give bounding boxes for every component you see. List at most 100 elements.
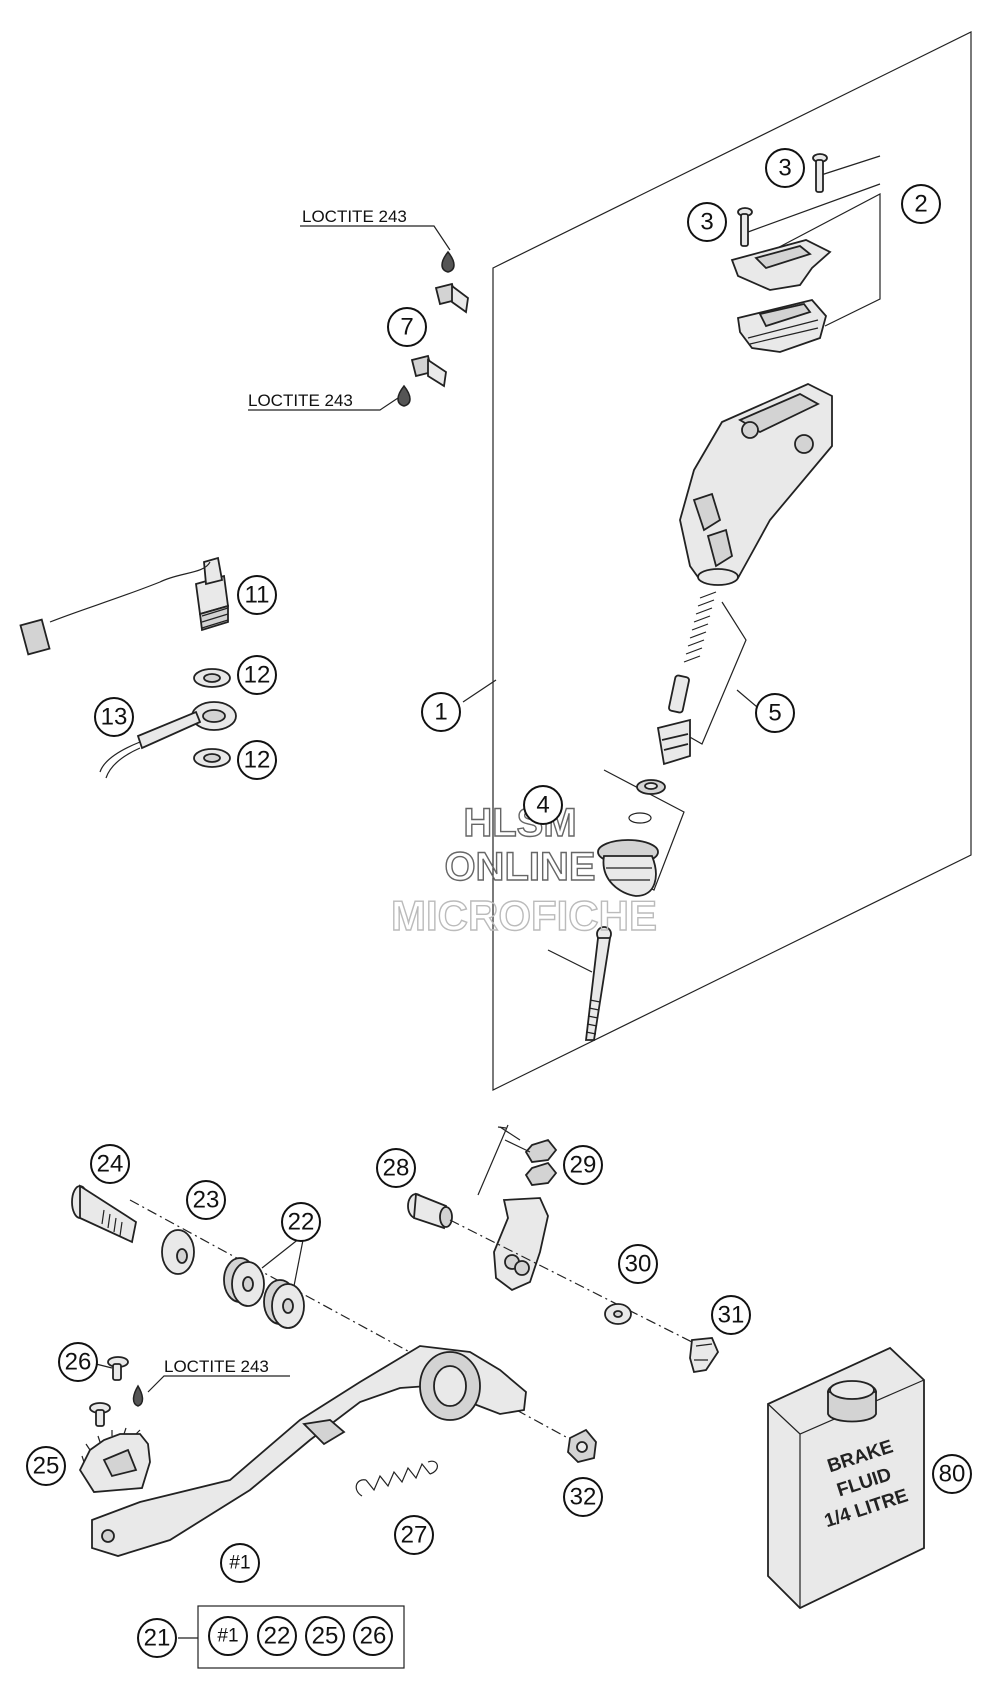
loctite-drop-mid [397,384,411,407]
callout-12-lower: 12 [237,740,277,780]
callout-23: 23 [186,1180,226,1220]
clevis-leader-left [499,1126,521,1141]
svg-text:25: 25 [312,1623,339,1650]
pivot-pin-part-28 [407,1192,453,1230]
reservoir-cap-part-2 [730,239,832,291]
loctite-drop-top [441,250,455,273]
callout-3-lower: 3 [687,202,727,242]
callout-11: 11 [237,575,277,615]
banjo-bolt-part-7-lower [410,354,447,388]
svg-text:32: 32 [570,1484,597,1511]
svg-text:23: 23 [193,1187,220,1214]
svg-text:29: 29 [570,1152,597,1179]
watermark-line-3: MICROFICHE [391,892,657,939]
svg-text:#1: #1 [217,1626,238,1647]
svg-text:22: 22 [264,1623,291,1650]
kit-item-3: 25 [305,1616,345,1656]
leader-22b [293,1239,304,1287]
callout-1: 1 [421,692,461,732]
callout-22: 22 [281,1202,321,1242]
kit-item-2: 22 [257,1616,297,1656]
svg-text:25: 25 [33,1453,60,1480]
callout-7: 7 [387,307,427,347]
brake-light-switch-part-11 [19,556,229,656]
seal-ring [636,779,666,795]
svg-text:5: 5 [768,700,781,727]
callout-29: 29 [563,1145,603,1185]
callout-27: 27 [394,1515,434,1555]
svg-text:3: 3 [700,209,713,236]
loctite-drop-low [132,1384,144,1407]
push-rod [584,926,612,1041]
reservoir-group-bracket [765,193,881,327]
svg-text:24: 24 [97,1151,124,1178]
screw-leader-3a [817,155,881,177]
svg-text:28: 28 [383,1155,410,1182]
reservoir-diaphragm [736,298,827,353]
svg-text:30: 30 [625,1251,652,1278]
svg-text:3: 3 [778,155,791,182]
svg-text:22: 22 [288,1209,315,1236]
washer-part-23 [161,1229,195,1275]
pivot-bolt-part-24 [71,1184,138,1244]
loctite-label-mid: LOCTITE 243 [248,391,353,410]
nut-part-29 [524,1138,558,1186]
screw-part-26-lower [89,1402,111,1427]
callout-30: 30 [618,1244,658,1284]
svg-text:7: 7 [400,314,413,341]
leader-29 [504,1139,531,1153]
circlip [628,812,652,824]
callout-28: 28 [376,1148,416,1188]
svg-text:11: 11 [245,582,270,609]
return-spring-part-27 [355,1460,438,1497]
svg-text:26: 26 [360,1623,387,1650]
svg-text:31: 31 [718,1302,745,1329]
kit-item-4: 26 [353,1616,393,1656]
callout-12-upper: 12 [237,655,277,695]
svg-text:26: 26 [65,1349,92,1376]
watermark: HLSM ONLINE MICROFICHE [390,800,657,939]
banjo-bolt-part-7-upper [434,282,469,314]
svg-text:4: 4 [536,792,549,819]
svg-text:12: 12 [244,662,271,689]
loctite-leader-top [300,225,451,251]
callout-80: 80 [932,1454,972,1494]
svg-text:1: 1 [434,699,447,726]
svg-text:13: 13 [101,704,128,731]
bushing-part-22-first [223,1257,265,1307]
return-spring [683,591,717,663]
callout-3-upper: 3 [765,148,805,188]
clevis-leader-right [497,1126,507,1129]
brake-line-part-13 [99,701,237,779]
pivot-axis [449,1219,693,1343]
dust-boot-part-4 [597,839,659,897]
screw-part-26-upper [107,1356,129,1381]
screw-leader-3b [747,183,881,233]
brake-fluid-can-part-80: BRAKE FLUID 1/4 LITRE [767,1346,925,1610]
callout-32: 32 [563,1477,603,1517]
kit-contents-box [178,1605,405,1669]
callout-pedal-1: #1 [220,1543,260,1583]
watermark-line-2: ONLINE [444,845,595,889]
kit-item-1: #1 [208,1616,248,1656]
callout-4: 4 [523,785,563,825]
callout-2: 2 [901,184,941,224]
master-cylinder-assembly-outline [492,31,972,1091]
spring-clip-part-31 [689,1337,720,1374]
master-cylinder-body [679,383,833,586]
sealing-washer-part-12-lower [193,748,231,768]
washer-part-30 [604,1303,632,1325]
loctite-label-top: LOCTITE 243 [302,207,407,226]
loctite-leader-low [147,1375,290,1393]
sealing-washer-part-12-upper [193,668,231,688]
loctite-label-low: LOCTITE 243 [164,1357,269,1376]
svg-text:2: 2 [914,191,927,218]
callout-31: 31 [711,1295,751,1335]
pedal-tip-part-25 [78,1427,151,1493]
push-rod-axis [547,949,593,973]
callout-5: 5 [755,693,795,733]
loctite-leader-mid [248,397,399,411]
pedal-axis [129,1199,591,1451]
callout-24: 24 [90,1144,130,1184]
